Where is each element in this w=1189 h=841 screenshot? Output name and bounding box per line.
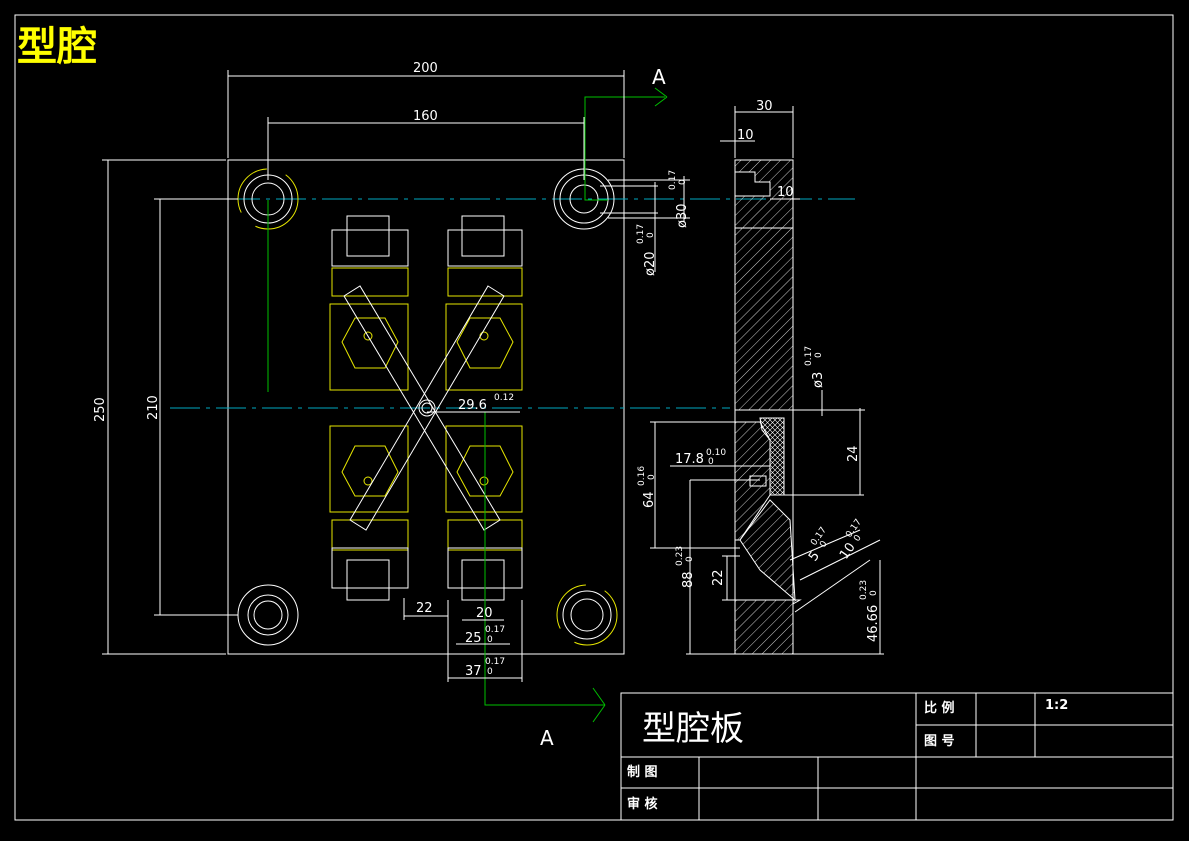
svg-text:46.66: 46.66 — [866, 605, 881, 642]
svg-text:0.17: 0.17 — [485, 625, 505, 635]
svg-text:30: 30 — [756, 99, 773, 114]
dim-25: 25 0.17 0 — [456, 625, 510, 646]
cavity-upper-right — [445, 215, 523, 391]
svg-text:0.17: 0.17 — [636, 224, 646, 244]
svg-text:0.16: 0.16 — [637, 466, 647, 486]
drawing-no-label: 图 号 — [924, 734, 955, 749]
svg-text:160: 160 — [413, 109, 438, 124]
checked-by-label: 审 核 — [627, 796, 658, 812]
scale-value: 1:2 — [1045, 698, 1068, 713]
cavity-lower-right — [445, 425, 523, 601]
dim-10-top: 10 — [720, 128, 755, 143]
dim-46-66: 46.66 0.23 0 — [793, 560, 884, 655]
svg-text:10: 10 — [837, 540, 859, 562]
svg-text:5: 5 — [806, 549, 823, 564]
section-hatch-upper — [734, 227, 794, 411]
svg-text:ø30: ø30 — [675, 204, 690, 229]
cavity-lower-left — [329, 425, 409, 601]
svg-text:250: 250 — [93, 397, 108, 422]
svg-text:0: 0 — [678, 179, 688, 185]
svg-text:0: 0 — [647, 474, 657, 480]
section-mark-bottom: A — [540, 726, 554, 750]
dim-24: 24 — [784, 408, 864, 496]
svg-text:29.6: 29.6 — [458, 398, 487, 413]
svg-text:0.17: 0.17 — [485, 657, 505, 667]
svg-text:ø3: ø3 — [811, 372, 826, 388]
dim-30: 30 — [734, 99, 794, 158]
dim-20: 20 — [462, 606, 504, 621]
svg-text:0: 0 — [869, 590, 879, 596]
svg-text:25: 25 — [465, 631, 482, 646]
svg-text:210: 210 — [146, 395, 161, 420]
drawn-by-label: 制 图 — [627, 764, 658, 780]
svg-text:0.23: 0.23 — [675, 546, 685, 566]
svg-text:0: 0 — [487, 635, 493, 645]
dim-22-section: 22 — [711, 555, 740, 601]
plate-outline — [227, 159, 625, 655]
page-title: 型腔 — [17, 24, 97, 70]
drawing-name: 型腔板 — [642, 709, 744, 749]
svg-text:ø20: ø20 — [643, 252, 658, 277]
cavity-upper-left — [329, 215, 409, 391]
svg-text:24: 24 — [846, 445, 861, 462]
sheet-border — [14, 14, 1174, 821]
guide-hole-bottom-right — [556, 584, 618, 646]
dim-17-8: 17.8 0.10 0 — [670, 448, 770, 487]
svg-text:0: 0 — [487, 667, 493, 677]
svg-text:200: 200 — [413, 61, 438, 76]
dim-88: 88 0.23 0 — [675, 480, 735, 655]
section-hatch-bottom — [734, 599, 802, 655]
svg-text:0: 0 — [818, 539, 830, 550]
dim-phi30: ø30 0.17 0 — [608, 170, 690, 228]
scale-label: 比 例 — [924, 700, 955, 716]
svg-text:0: 0 — [646, 232, 656, 238]
cavity-insert — [759, 417, 785, 496]
runner-system — [343, 285, 505, 531]
svg-text:0: 0 — [852, 533, 864, 544]
svg-text:0: 0 — [708, 457, 714, 467]
dim-200: 200 — [227, 61, 625, 158]
dim-phi20: ø20 0.17 0 — [600, 182, 658, 276]
svg-text:17.8: 17.8 — [675, 452, 704, 467]
dim-37: 37 0.17 0 — [447, 600, 523, 682]
svg-text:0: 0 — [685, 556, 695, 562]
dim-160: 160 — [267, 109, 585, 180]
svg-text:0: 0 — [814, 352, 824, 358]
title-block: 型腔板 比 例 1:2 图 号 制 图 审 核 — [620, 692, 1174, 821]
svg-text:0.17: 0.17 — [668, 170, 678, 190]
svg-text:0.17: 0.17 — [804, 346, 814, 366]
dim-29-6: 29.6 0.12 — [427, 393, 520, 413]
section-line-a — [267, 87, 668, 723]
section-view: 30 10 10 ø3 0.17 0 24 17.8 — [637, 99, 884, 655]
dim-210: 210 — [146, 198, 238, 616]
section-mark-top: A — [652, 65, 666, 89]
dim-10-side: 10 — [770, 185, 800, 200]
svg-text:0.23: 0.23 — [859, 580, 869, 600]
dim-phi3: ø3 0.17 0 — [793, 346, 865, 416]
svg-text:88: 88 — [681, 571, 696, 588]
plan-view: A A 200 160 250 210 — [93, 61, 855, 750]
guide-hole-bottom-left — [237, 584, 299, 646]
svg-text:0.12: 0.12 — [494, 393, 514, 403]
svg-text:20: 20 — [476, 606, 493, 621]
svg-text:64: 64 — [642, 491, 657, 508]
dim-64: 64 0.16 0 — [637, 421, 740, 549]
svg-text:0.10: 0.10 — [706, 448, 726, 458]
dim-22-plan: 22 — [403, 598, 448, 620]
svg-text:10: 10 — [737, 128, 754, 143]
svg-text:22: 22 — [416, 601, 433, 616]
dim-5-10-angled: 5 0.17 0 10 0.17 0 — [789, 518, 881, 613]
svg-text:37: 37 — [465, 664, 482, 679]
svg-text:10: 10 — [777, 185, 794, 200]
dim-250: 250 — [93, 159, 226, 655]
svg-text:22: 22 — [711, 569, 726, 586]
